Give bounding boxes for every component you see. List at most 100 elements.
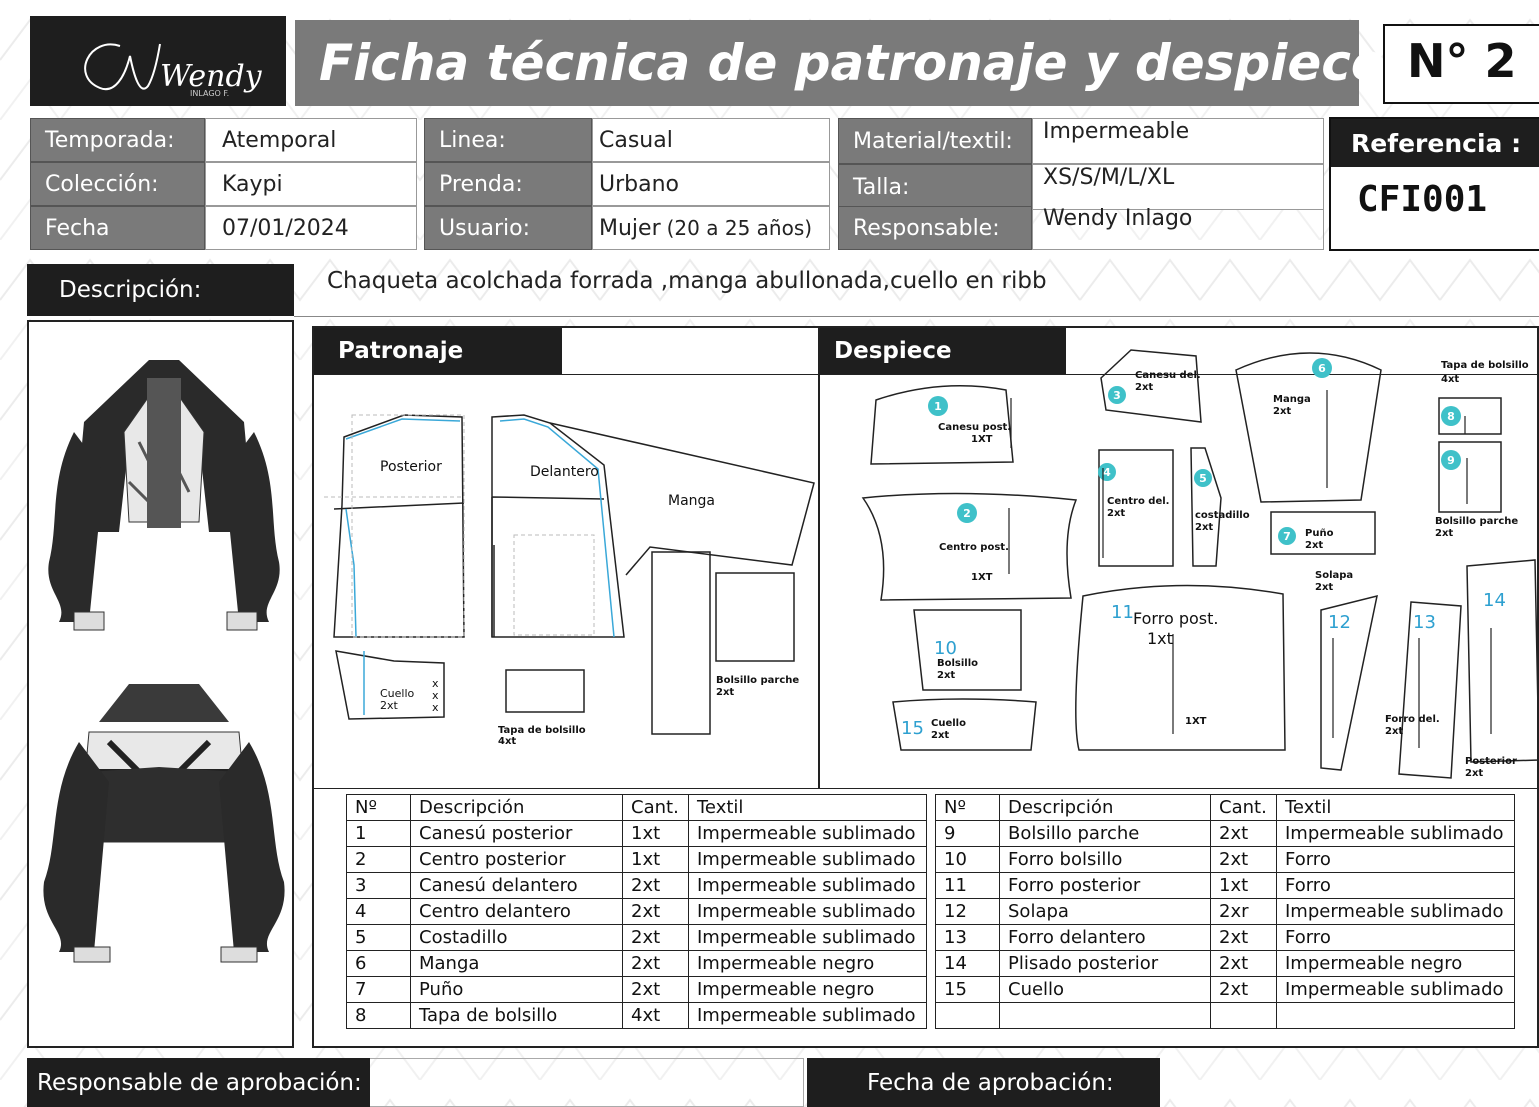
cell-desc: Forro posterior <box>999 872 1211 899</box>
desp-label-forro-del-qty: 2xt <box>1385 726 1403 737</box>
desp-num-7: 7 <box>1283 530 1291 543</box>
desp-label-forro-del: Forro del. <box>1385 714 1440 725</box>
desp-num-13: 13 <box>1413 612 1436 633</box>
cell-textil: Impermeable sublimado <box>688 1002 927 1029</box>
cell-textil: Impermeable sublimado <box>688 872 927 899</box>
cell-num: 14 <box>935 950 1000 977</box>
approval-responsible-field[interactable] <box>370 1058 804 1107</box>
cell-desc: Solapa <box>999 898 1211 925</box>
pat-label-bolsillo-qty: 2xt <box>716 687 734 698</box>
cell-desc <box>999 1002 1211 1029</box>
talla-value: XS/S/M/L/XL <box>1032 164 1324 210</box>
desp-label-bolsillo-parche: Bolsillo parche <box>1435 516 1518 527</box>
cell-num: 9 <box>935 820 1000 847</box>
cell-desc: Plisado posterior <box>999 950 1211 977</box>
desp-label-bolsillo-parche-qty: 2xt <box>1435 528 1453 539</box>
cell-qty: 2xt <box>1210 924 1277 951</box>
pat-label-posterior: Posterior <box>380 459 442 475</box>
panel-divider <box>818 328 820 788</box>
page-title: Ficha técnica de patronaje y despiece <box>319 34 1385 92</box>
table-header-row: Nº Descripción Cant. Textil <box>935 794 1515 821</box>
desp-num-15: 15 <box>901 718 924 739</box>
desp-label-manga-qty: 2xt <box>1273 406 1291 417</box>
cell-textil: Impermeable sublimado <box>1276 976 1515 1003</box>
usuario-value: Mujer (20 a 25 años) <box>592 206 830 250</box>
usuario-label: Usuario: <box>424 206 592 250</box>
cell-textil: Impermeable negro <box>1276 950 1515 977</box>
linea-label: Linea: <box>424 118 592 162</box>
col-qty: Cant. <box>1210 794 1277 821</box>
prenda-label: Prenda: <box>424 162 592 206</box>
desp-num-3: 3 <box>1113 389 1121 402</box>
pat-label-manga: Manga <box>668 493 715 509</box>
desp-label-centro-post-qty: 1XT <box>971 572 993 583</box>
pat-label-tapa-qty: 4xt <box>498 736 516 747</box>
title-bar: Ficha técnica de patronaje y despiece <box>295 20 1385 106</box>
desp-label-cuello: Cuello <box>931 718 966 729</box>
cell-desc: Canesú delantero <box>410 872 623 899</box>
desp-label-cuello-qty: 2xt <box>931 730 949 741</box>
jacket-front-sketch <box>48 360 280 631</box>
material-value: Impermeable <box>1032 118 1324 164</box>
cell-textil: Impermeable sublimado <box>1276 898 1515 925</box>
col-textil: Textil <box>1276 794 1515 821</box>
usuario-age: (20 a 25 años) <box>666 216 813 240</box>
usuario-text: Mujer <box>599 215 661 241</box>
col-num: Nº <box>935 794 1000 821</box>
desp-label-centro-del: Centro del. <box>1107 496 1169 507</box>
cell-textil: Impermeable negro <box>688 976 927 1003</box>
cell-qty: 2xt <box>622 950 689 977</box>
referencia-label: Referencia : <box>1331 119 1539 167</box>
cell-textil: Forro <box>1276 872 1515 899</box>
jacket-illustration <box>43 360 285 963</box>
temporada-value: Atemporal <box>205 118 417 162</box>
cell-textil: Impermeable sublimado <box>688 820 927 847</box>
desp-label-centro-post: Centro post. <box>939 542 1009 553</box>
cell-num: 15 <box>935 976 1000 1003</box>
cell-num: 1 <box>346 820 411 847</box>
pat-label-delantero: Delantero <box>530 464 599 480</box>
desp-label-costadillo-qty: 2xt <box>1195 522 1213 533</box>
cell-desc: Forro bolsillo <box>999 846 1211 873</box>
desp-label-canesu-post-qty: 1XT <box>971 434 993 445</box>
cell-num: 11 <box>935 872 1000 899</box>
cell-num: 4 <box>346 898 411 925</box>
col-textil: Textil <box>688 794 927 821</box>
cell-textil: Forro <box>1276 924 1515 951</box>
desp-num-6: 6 <box>1318 362 1326 375</box>
cell-desc: Forro delantero <box>999 924 1211 951</box>
descripcion-label: Descripción: <box>27 264 294 316</box>
patronaje-heading: Patronaje <box>314 328 562 374</box>
pat-label-cuello: Cuello <box>380 687 415 700</box>
material-label: Material/textil: <box>838 118 1032 164</box>
jacket-back-sketch <box>43 684 285 963</box>
referencia-value: CFI001 <box>1357 179 1488 220</box>
patronaje-drawing: Posterior Delantero Manga Cuello 2xt x x… <box>324 414 815 747</box>
cell-desc: Centro posterior <box>410 846 623 873</box>
desp-label-manga: Manga <box>1273 394 1311 405</box>
descripcion-value: Chaqueta acolchada forrada ,manga abullo… <box>327 268 1047 294</box>
cell-qty: 2xt <box>622 924 689 951</box>
sheet-number-box: N° 2 <box>1383 24 1539 104</box>
desp-label-costadillo: costadillo <box>1195 510 1250 521</box>
temporada-label: Temporada: <box>30 118 205 162</box>
fecha-value: 07/01/2024 <box>205 206 417 250</box>
cell-qty: 2xt <box>1210 950 1277 977</box>
cell-qty: 1xt <box>1210 872 1277 899</box>
cell-qty: 2xt <box>1210 976 1277 1003</box>
col-desc: Descripción <box>999 794 1211 821</box>
cell-desc: Bolsillo parche <box>999 820 1211 847</box>
cell-textil: Impermeable sublimado <box>688 898 927 925</box>
pat-label-cuello-qty: 2xt <box>380 699 399 712</box>
desp-label-solapa-qty: 2xt <box>1315 582 1333 593</box>
desp-num-14: 14 <box>1483 590 1506 611</box>
desp-label-puno: Puño <box>1305 528 1334 539</box>
